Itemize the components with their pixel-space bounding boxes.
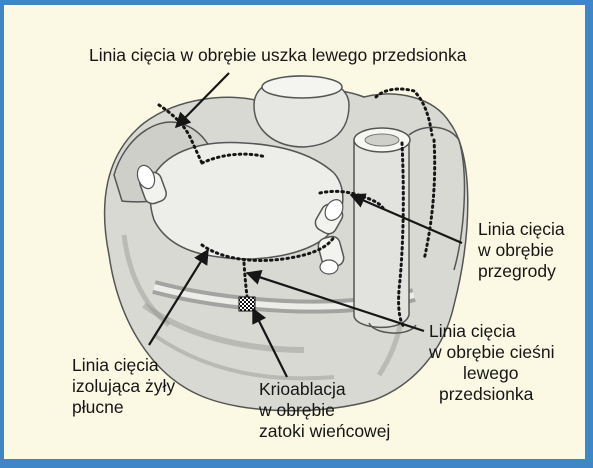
label-isthmus-line4: przedsionka — [429, 384, 554, 405]
label-septum-line2: w obrębie — [478, 240, 565, 261]
label-isthmus-line3: lewego — [429, 363, 554, 384]
label-isthmus-line2: w obrębie cieśni — [429, 342, 554, 363]
label-isthmus-incision: Linia cięcia w obrębie cieśni lewego prz… — [429, 321, 554, 405]
label-pv-line1: Linia cięcia — [72, 355, 175, 376]
label-cryoablation: Krioablacja w obrębie zatoki wieńcowej — [253, 379, 390, 442]
label-cryo-line2: w obrębie — [253, 400, 390, 421]
label-septum-line3: przegrody — [478, 261, 565, 282]
aorta-vessel — [254, 76, 349, 147]
label-isthmus-line1: Linia cięcia — [429, 321, 554, 342]
label-appendage-line1: Linia cięcia w obrębie uszka lewego prze… — [89, 45, 466, 65]
label-pv-line3: płucne — [72, 397, 175, 418]
label-appendage-incision: Linia cięcia w obrębie uszka lewego prze… — [89, 45, 466, 66]
label-pv-line2: izolująca żyły — [72, 376, 175, 397]
label-pulmonary-vein-incision: Linia cięcia izolująca żyły płucne — [72, 355, 175, 418]
label-cryo-line1: Krioablacja — [253, 379, 390, 400]
cryoablation-spot — [239, 297, 255, 311]
label-septum-incision: Linia cięcia w obrębie przegrody — [478, 219, 565, 282]
label-cryo-line3: zatoki wieńcowej — [253, 421, 390, 442]
label-septum-line1: Linia cięcia — [478, 219, 565, 240]
left-atrium — [150, 142, 343, 258]
figure-panel: Linia cięcia w obrębie uszka lewego prze… — [4, 5, 585, 459]
